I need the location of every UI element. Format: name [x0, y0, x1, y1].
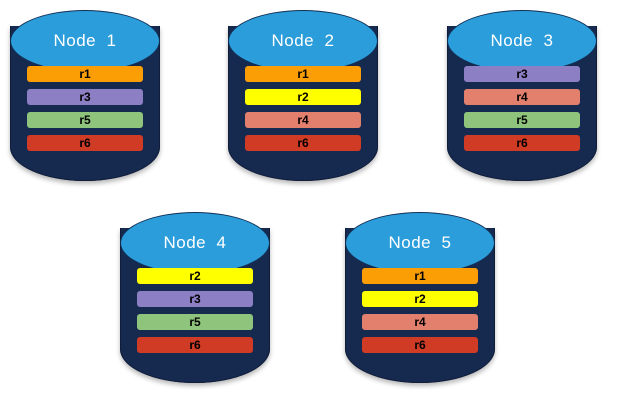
node-top-ellipse	[447, 10, 597, 72]
node-label: Node 3	[490, 31, 554, 50]
replica-list: r3 r4 r5 r6	[464, 66, 580, 151]
replica-bar[interactable]: r1	[27, 66, 143, 82]
replica-bar[interactable]: r2	[245, 89, 361, 105]
node-label: Node 1	[53, 31, 117, 50]
replica-bar[interactable]: r3	[27, 89, 143, 105]
node-top-ellipse	[10, 10, 160, 72]
replica-bar[interactable]: r5	[27, 112, 143, 128]
node-label: Node 4	[163, 233, 227, 252]
replica-bar[interactable]: r6	[137, 337, 253, 353]
node-top-ellipse	[345, 212, 495, 274]
replica-bar[interactable]: r2	[362, 291, 478, 307]
node-label: Node 2	[271, 31, 335, 50]
node-cylinder-1[interactable]: Node 1 r1 r3 r5 r6	[10, 4, 160, 186]
replica-list: r2 r3 r5 r6	[137, 268, 253, 353]
replica-bar[interactable]: r3	[464, 66, 580, 82]
replica-bar[interactable]: r4	[362, 314, 478, 330]
node-cylinder-2[interactable]: Node 2 r1 r2 r4 r6	[228, 4, 378, 186]
replica-bar[interactable]: r6	[27, 135, 143, 151]
replica-bar[interactable]: r5	[137, 314, 253, 330]
replica-bar[interactable]: r1	[245, 66, 361, 82]
node-label: Node 5	[388, 233, 452, 252]
node-cylinder-3[interactable]: Node 3 r3 r4 r5 r6	[447, 4, 597, 186]
replica-bar[interactable]: r4	[245, 112, 361, 128]
replica-bar[interactable]: r5	[464, 112, 580, 128]
replica-bar[interactable]: r2	[137, 268, 253, 284]
replica-bar[interactable]: r1	[362, 268, 478, 284]
replica-list: r1 r3 r5 r6	[27, 66, 143, 151]
replica-bar[interactable]: r6	[362, 337, 478, 353]
replica-list: r1 r2 r4 r6	[362, 268, 478, 353]
replica-bar[interactable]: r6	[245, 135, 361, 151]
replica-bar[interactable]: r6	[464, 135, 580, 151]
replica-bar[interactable]: r4	[464, 89, 580, 105]
replica-bar[interactable]: r3	[137, 291, 253, 307]
node-cylinder-4[interactable]: Node 4 r2 r3 r5 r6	[120, 206, 270, 388]
replica-list: r1 r2 r4 r6	[245, 66, 361, 151]
node-cylinder-5[interactable]: Node 5 r1 r2 r4 r6	[345, 206, 495, 388]
